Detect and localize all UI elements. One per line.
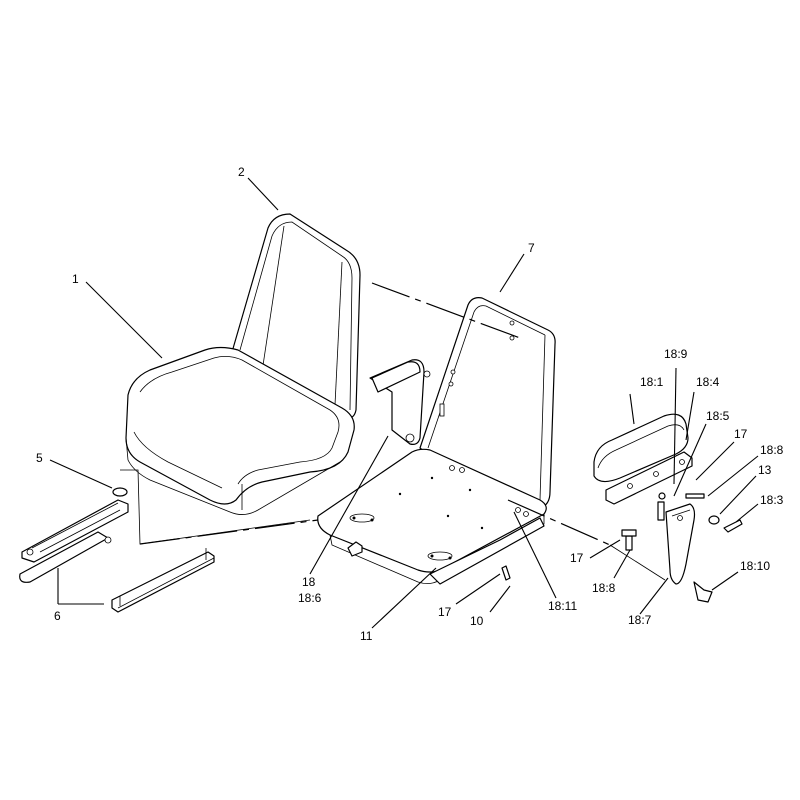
- callout-18: 18: [302, 575, 316, 589]
- callout-1: 1: [72, 272, 79, 286]
- armrest-bracket: [605, 451, 693, 505]
- seat-slide-rails: [19, 487, 215, 613]
- callout-17-bottom: 17: [438, 605, 452, 619]
- leader-lines: [49, 177, 759, 629]
- callout-18-5: 18:5: [706, 409, 730, 423]
- callout-5: 5: [36, 451, 43, 465]
- armrest-right-assembly: [593, 413, 743, 603]
- callout-18-6: 18:6: [298, 591, 322, 605]
- callout-18-7: 18:7: [628, 613, 652, 627]
- callout-18-1: 18:1: [640, 375, 664, 389]
- callout-18-8-lower: 18:8: [592, 581, 616, 595]
- seat-frame-assembly: [317, 297, 556, 585]
- armrest-support-bar: [665, 503, 696, 585]
- callout-7: 7: [528, 241, 535, 255]
- callout-10: 10: [470, 614, 484, 628]
- callout-17-right: 17: [734, 427, 748, 441]
- slide-rail-left: [21, 499, 129, 563]
- callout-18-10: 18:10: [740, 559, 770, 573]
- callout-18-8-upper: 18:8: [760, 443, 784, 457]
- seat-cushion: [125, 346, 355, 505]
- armrest-pad: [593, 413, 689, 483]
- washer-item-5: [112, 487, 128, 497]
- callout-13: 13: [758, 463, 772, 477]
- callout-18-9: 18:9: [664, 347, 688, 361]
- callout-6: 6: [54, 609, 61, 623]
- callout-11: 11: [360, 629, 373, 643]
- callout-2: 2: [238, 165, 245, 179]
- callout-18-4: 18:4: [696, 375, 720, 389]
- assembly-centerlines: [120, 282, 666, 581]
- seat-cushion-assembly: [125, 213, 361, 515]
- slide-rail-right: [111, 551, 215, 613]
- callout-18-3: 18:3: [760, 493, 784, 507]
- callout-17-left: 17: [570, 551, 584, 565]
- callout-labels: 1 2 7 5 6 18 18:6 11 17 10 18:11 17 18:8…: [36, 165, 784, 643]
- callout-18-11: 18:11: [548, 599, 577, 613]
